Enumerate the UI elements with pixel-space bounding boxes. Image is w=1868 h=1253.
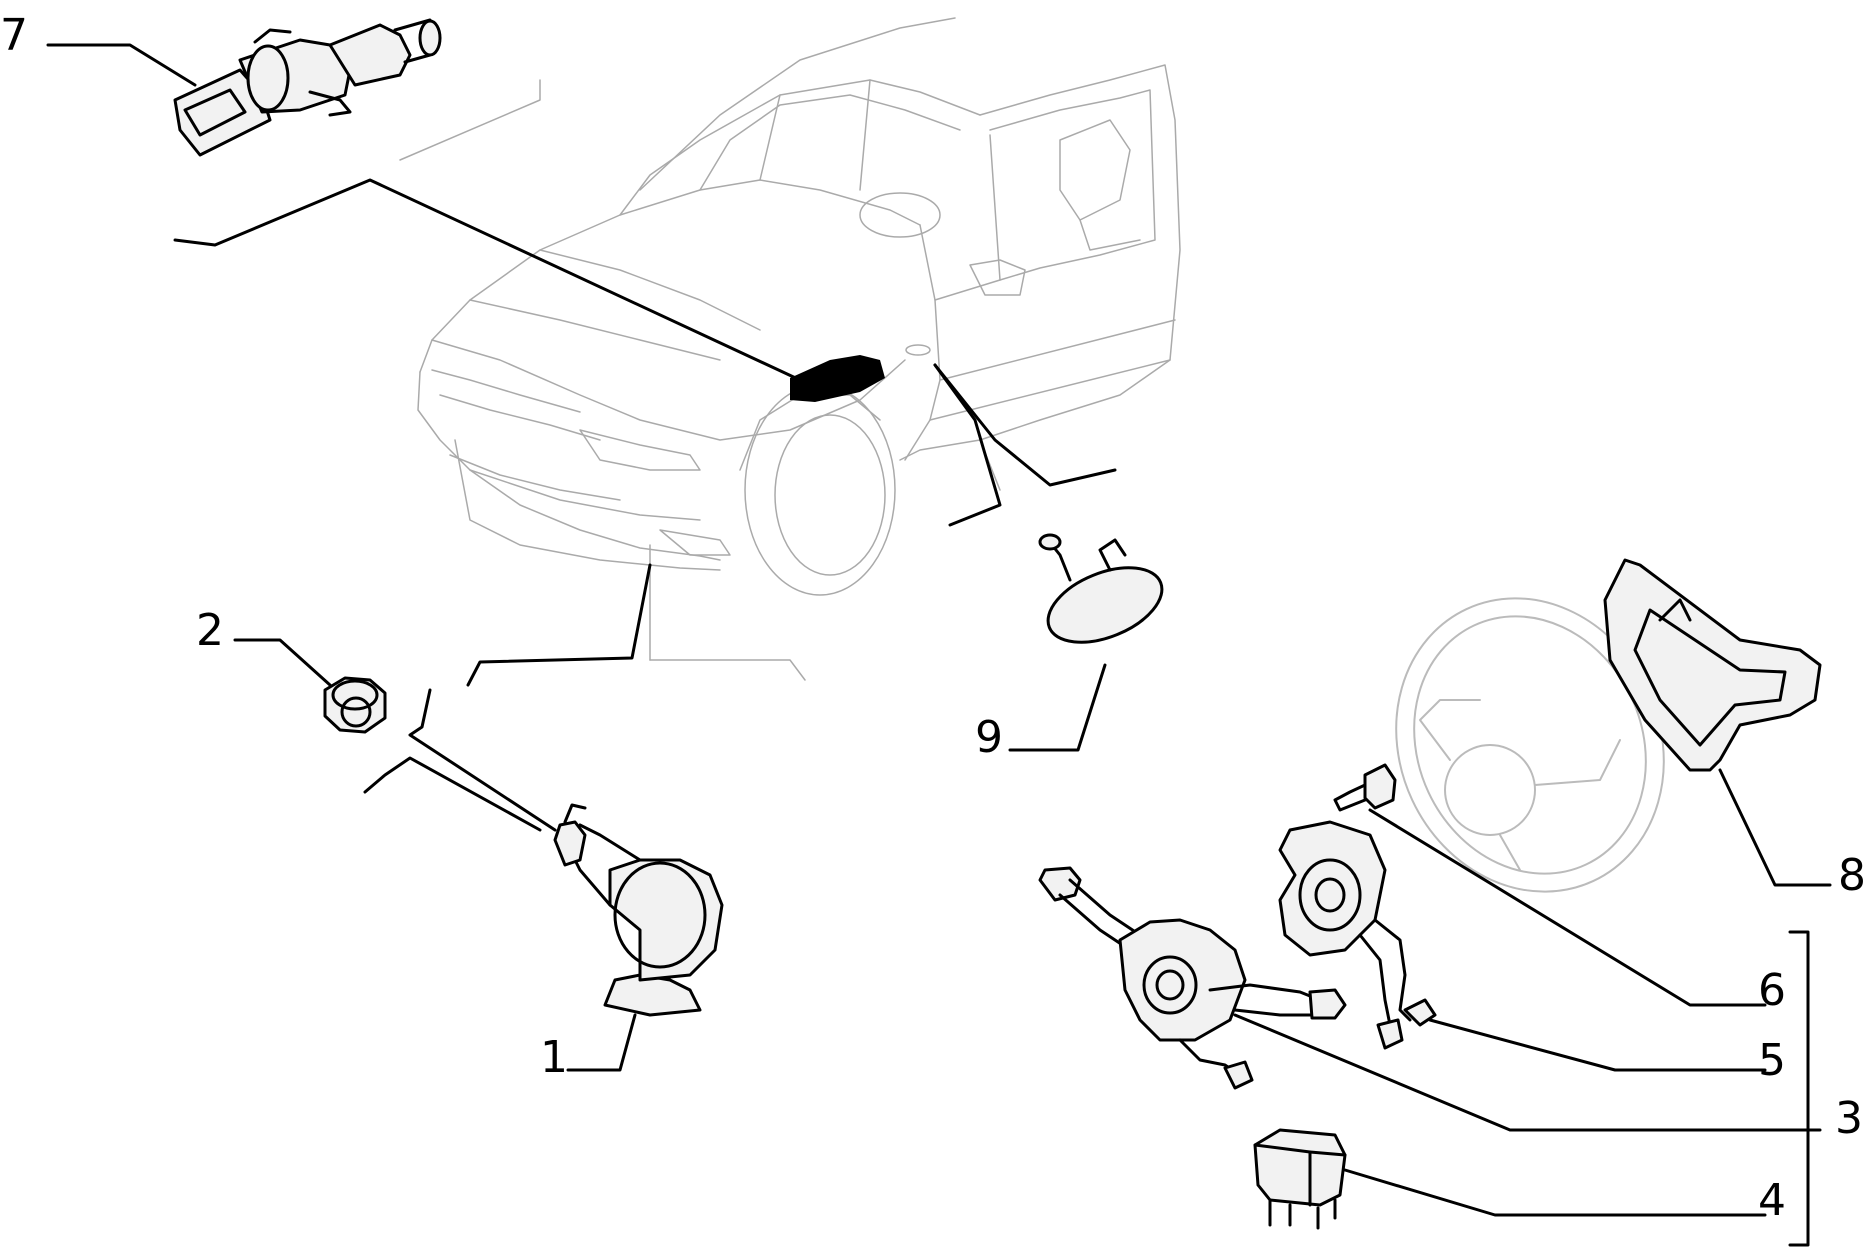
part-4-relay [1253, 1128, 1347, 1230]
leader-6 [1368, 808, 1767, 1007]
leader-7 [46, 43, 197, 87]
leader-8 [1718, 768, 1832, 887]
leader-3 [1233, 1013, 1822, 1132]
part-6-screw [1333, 763, 1397, 812]
part-2-nut [323, 676, 387, 734]
car-outline [399, 17, 1181, 681]
callout-6: 6 [1758, 965, 1786, 1016]
group-bracket [1788, 930, 1810, 1247]
part-3-combination-switch [1038, 866, 1347, 1090]
part-9-side-lamp [1038, 533, 1164, 644]
leader-1-car [466, 563, 652, 687]
leader-2 [233, 638, 332, 687]
callout-5: 5 [1758, 1035, 1786, 1086]
leader-4 [1343, 1168, 1767, 1217]
callout-7: 7 [0, 10, 28, 61]
leader-9-car [933, 363, 1117, 487]
leader-1 [566, 1013, 637, 1072]
callout-3: 3 [1835, 1093, 1863, 1144]
callout-8: 8 [1838, 850, 1866, 901]
part-7-lock-cylinder [173, 18, 442, 157]
callout-2: 2 [196, 605, 224, 656]
callout-9: 9 [975, 712, 1003, 763]
part-7-location-marker [790, 355, 885, 402]
callout-1: 1 [540, 1032, 568, 1083]
leader-lines [46, 43, 1832, 1247]
callout-4: 4 [1758, 1175, 1786, 1226]
part-8-airbag-cover [1603, 558, 1822, 772]
part-1-horn [553, 803, 724, 1017]
leader-9 [1008, 663, 1107, 752]
part-5-clockspring [1278, 820, 1437, 1050]
leader-5 [1428, 1018, 1767, 1072]
